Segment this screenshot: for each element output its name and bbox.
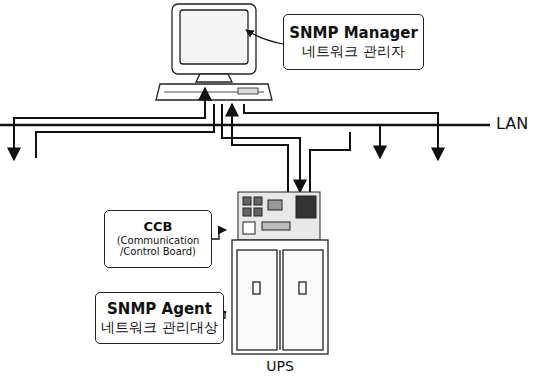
connector-arrow bbox=[224, 312, 226, 318]
node-heading: SNMP Manager bbox=[289, 25, 418, 42]
node-body: (Communication /Control Board) bbox=[105, 235, 211, 258]
node-heading: UPS bbox=[266, 358, 294, 374]
callout-box: SNMP Agent네트워크 관리대상 bbox=[95, 292, 224, 344]
ups-cabinet bbox=[232, 240, 328, 354]
bus-label: LAN bbox=[496, 114, 528, 133]
callout-leader bbox=[246, 30, 283, 44]
ups-unit: UPS bbox=[226, 186, 334, 376]
lan-wiring bbox=[0, 88, 490, 192]
node-body: 네트워크 관리자 bbox=[302, 43, 404, 59]
computer-icon bbox=[156, 4, 272, 100]
node-heading: SNMP Agent bbox=[107, 301, 212, 318]
connector-arrow bbox=[212, 230, 226, 239]
callout-box: CCB(Communication /Control Board) bbox=[104, 210, 212, 268]
node-body: 네트워크 관리대상 bbox=[101, 319, 217, 335]
callout-box: SNMP Manager네트워크 관리자 bbox=[283, 14, 424, 70]
node-heading: CCB bbox=[144, 220, 173, 235]
control-board bbox=[238, 192, 320, 240]
